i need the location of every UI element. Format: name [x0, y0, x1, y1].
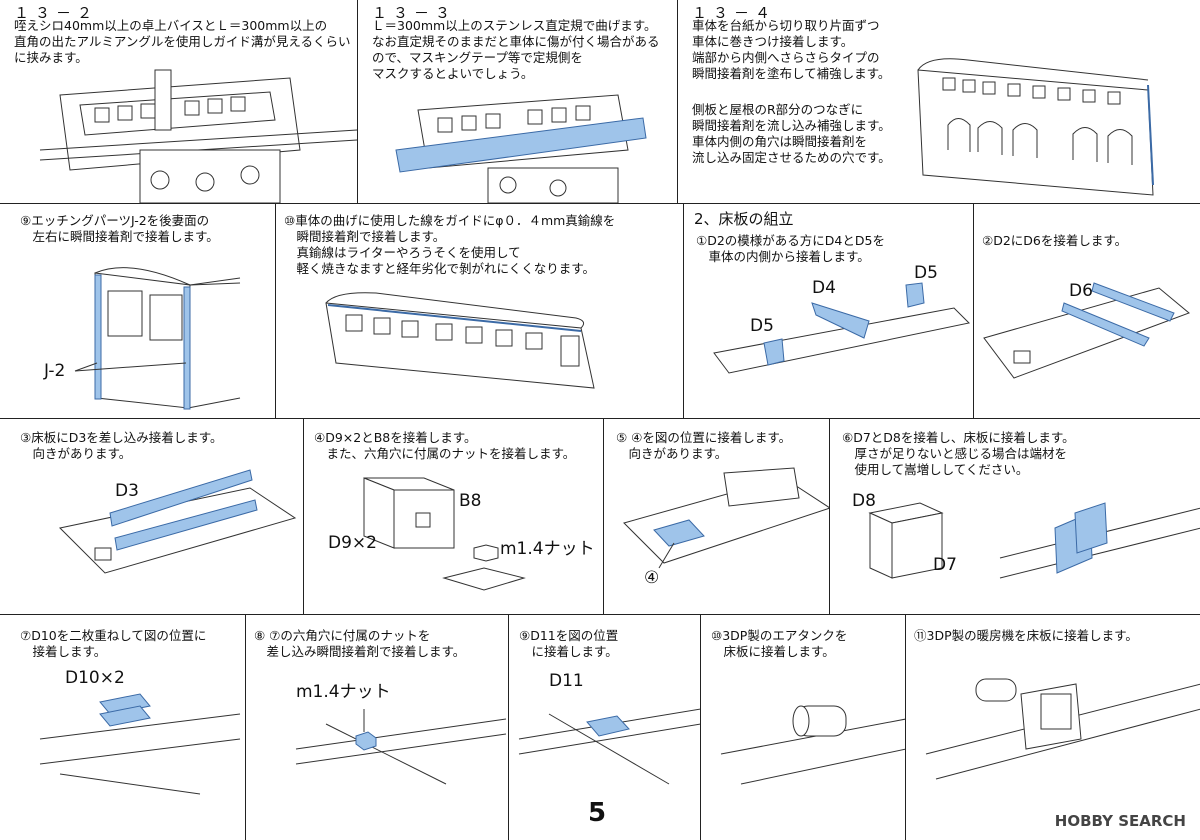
vise-illustration [39, 69, 357, 203]
watermark: HOBBY SEARCH [1054, 812, 1186, 830]
car-body-illustration [917, 58, 1154, 196]
part-label: D6 [1069, 281, 1093, 301]
row-3: ③床板にD3を差し込み接着します。 向きがあります。 D3 ④D9×2とB8を接… [0, 418, 1200, 615]
page-number: 5 [588, 798, 607, 828]
floor-d3-illustration [58, 469, 297, 574]
step-text: ⑪3DP製の暖房機を床板に接着します。 [914, 628, 1138, 643]
step-text: ⑧ ⑦の六角穴に付属のナットを 差し込み瞬間接着剤で接着します。 [254, 628, 466, 659]
d7-d8-illustration [868, 502, 1200, 579]
step-text: ⑨D11を図の位置 に接着します。 [519, 628, 619, 659]
step-text: ⑨エッチングパーツJ-2を後妻面の 左右に瞬間接着剤で接着します。 [20, 213, 219, 244]
panel-13-3: １３－３ Ｌ＝300mm以上のステンレス直定規で曲げます。 なお直定規そのままだ… [357, 0, 677, 203]
panel-5: ⑤ ④を図の位置に接着します。 向きがあります。 ④ [603, 418, 829, 614]
step-text: 咥えシロ40mm以上の卓上バイスとＬ＝300mm以上の 直角の出たアルミアングル… [14, 18, 351, 65]
panel-8: ⑧ ⑦の六角穴に付属のナットを 差し込み瞬間接着剤で接着します。 m1.4ナット [245, 614, 508, 840]
step-text: ②D2にD6を接着します。 [982, 233, 1128, 248]
d11-illustration [518, 708, 700, 785]
rear-end-illustration [74, 267, 241, 410]
panel-13-4: １３－４ 車体を台紙から切り取り片面ずつ 車体に巻きつけ接着します。 端部から内… [677, 0, 1200, 203]
place-assembly-illustration [623, 467, 829, 569]
part-label-d8: D8 [852, 491, 876, 511]
step-text-2: 側板と屋根のR部分のつなぎに 瞬間接着剤を流し込み補強します。 車体内側の角穴は… [692, 102, 891, 165]
ruler-illustration [395, 94, 647, 203]
d9-b8-nut-illustration [363, 477, 526, 591]
part-label-d5-right: D5 [914, 263, 938, 283]
part-label-d5-left: D5 [750, 316, 774, 336]
row-2: ⑨エッチングパーツJ-2を後妻面の 左右に瞬間接着剤で接着します。 J-2 ⑩車… [0, 203, 1200, 419]
step-header: １３－２ [14, 4, 99, 22]
panel-3: ③床板にD3を差し込み接着します。 向きがあります。 D3 [0, 418, 303, 614]
part-label-d9: D9×2 [328, 533, 377, 553]
step-text: ⑦D10を二枚重ねして図の位置に 接着します。 [20, 628, 207, 659]
floor-d6-illustration [983, 282, 1190, 379]
brass-wire-illustration [325, 292, 595, 389]
part-label: D11 [549, 671, 584, 691]
panel-13-2: １３－２ 咥えシロ40mm以上の卓上バイスとＬ＝300mm以上の 直角の出たアル… [0, 0, 357, 203]
heater-illustration [925, 678, 1200, 780]
panel-9: ⑨エッチングパーツJ-2を後妻面の 左右に瞬間接着剤で接着します。 J-2 [0, 203, 275, 418]
panel-6: ⑥D7とD8を接着し、床板に接着します。 厚さが足りないと感じる場合は端材を 使… [829, 418, 1200, 614]
step-text: ⑩3DP製のエアタンクを 床板に接着します。 [711, 628, 848, 659]
part-label-d4: D4 [812, 278, 836, 298]
section-title: 2、床板の組立 [694, 210, 794, 228]
air-tank-illustration [720, 705, 905, 785]
step-text: Ｌ＝300mm以上のステンレス直定規で曲げます。 なお直定規そのままだと車体に傷… [372, 18, 660, 81]
panel-9b: ⑨D11を図の位置 に接着します。 D11 [508, 614, 700, 840]
nut-illustration [295, 709, 507, 785]
d10-illustration [39, 693, 241, 795]
step-text: ⑥D7とD8を接着し、床板に接着します。 厚さが足りないと感じる場合は端材を 使… [842, 430, 1075, 477]
step-text: ⑩車体の曲げに使用した線をガイドにφ０．４mm真鍮線を 瞬間接着剤で接着します。… [284, 213, 616, 276]
row-1: １３－２ 咥えシロ40mm以上の卓上バイスとＬ＝300mm以上の 直角の出たアル… [0, 0, 1200, 204]
step-header: １３－３ [372, 4, 457, 22]
part-label: ④ [644, 568, 660, 588]
masking-tape [395, 117, 647, 173]
part-label: J-2 [44, 361, 66, 381]
part-label-b8: B8 [459, 491, 482, 511]
panel-4: ④D9×2とB8を接着します。 また、六角穴に付属のナットを接着します。 B8 … [303, 418, 603, 614]
row-4: ⑦D10を二枚重ねして図の位置に 接着します。 D10×2 ⑧ ⑦の六角穴に付属… [0, 614, 1200, 840]
panel-7: ⑦D10を二枚重ねして図の位置に 接着します。 D10×2 [0, 614, 245, 840]
step-text: ①D2の模様がある方にD4とD5を 車体の内側から接着します。 [696, 233, 885, 264]
floor-d4-d5-illustration [713, 282, 971, 374]
panel-11: ⑪3DP製の暖房機を床板に接着します。 [905, 614, 1200, 840]
step-text: ⑤ ④を図の位置に接着します。 向きがあります。 [616, 430, 792, 461]
panel-10b: ⑩3DP製のエアタンクを 床板に接着します。 [700, 614, 905, 840]
step-text: ③床板にD3を差し込み接着します。 向きがあります。 [20, 430, 223, 461]
panel-2-2: ②D2にD6を接着します。 D6 [973, 203, 1200, 418]
part-label: D10×2 [65, 668, 125, 688]
part-label: m1.4ナット [296, 682, 391, 702]
step-text: 車体を台紙から切り取り片面ずつ 車体に巻きつけ接着します。 端部から内側へさらさ… [692, 18, 891, 81]
part-label: D3 [115, 481, 139, 501]
part-label-d7: D7 [933, 555, 957, 575]
step-header: １３－４ [692, 4, 777, 22]
part-label-nut: m1.4ナット [500, 539, 595, 559]
panel-10: ⑩車体の曲げに使用した線をガイドにφ０．４mm真鍮線を 瞬間接着剤で接着します。… [275, 203, 683, 418]
panel-2-1: 2、床板の組立 ①D2の模様がある方にD4とD5を 車体の内側から接着します。 … [683, 203, 973, 418]
step-text: ④D9×2とB8を接着します。 また、六角穴に付属のナットを接着します。 [314, 430, 576, 461]
